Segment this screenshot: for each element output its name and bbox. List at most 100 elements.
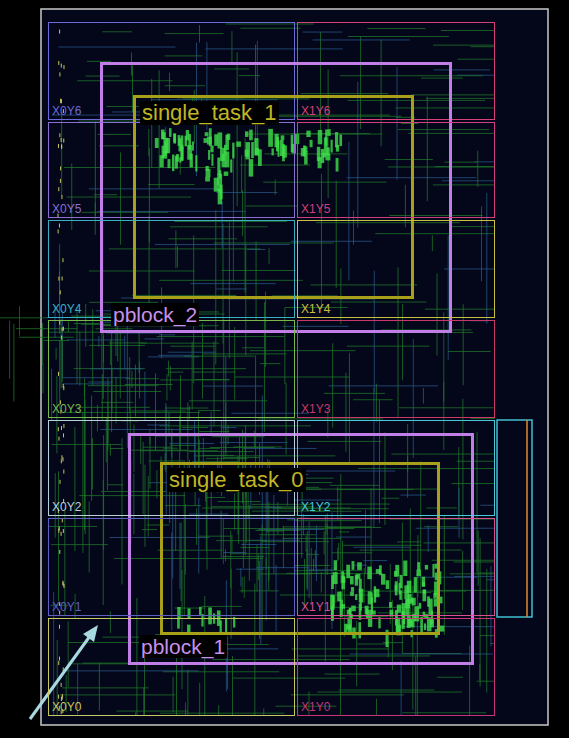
- clock-region: X1Y0: [297, 618, 495, 716]
- routing-wire: [486, 569, 487, 693]
- routing-wire: [324, 531, 325, 554]
- routing-wire: [330, 485, 380, 486]
- routing-wire: [381, 39, 382, 146]
- routing-wire: [421, 78, 463, 79]
- routing-wire: [364, 568, 365, 603]
- routing-wire: [223, 519, 224, 564]
- placed-cell: [218, 132, 223, 148]
- routing-wire: [107, 484, 123, 485]
- placed-cell: [155, 138, 159, 148]
- routing-wire: [260, 363, 281, 364]
- routing-wire: [424, 526, 458, 527]
- routing-wire: [185, 504, 186, 575]
- io-tick: [59, 30, 60, 34]
- routing-wire: [169, 412, 170, 434]
- routing-wire: [237, 52, 238, 206]
- placed-cell: [346, 565, 350, 579]
- io-tick: [60, 99, 61, 103]
- routing-wire: [388, 166, 495, 167]
- routing-wire: [480, 538, 481, 686]
- routing-wire: [239, 437, 240, 464]
- routing-wire: [62, 670, 198, 671]
- routing-wire: [88, 381, 113, 382]
- routing-wire: [89, 502, 90, 573]
- routing-wire: [89, 270, 195, 271]
- routing-wire: [413, 339, 414, 458]
- io-tick: [58, 277, 59, 281]
- routing-wire: [443, 312, 444, 450]
- routing-wire: [263, 708, 264, 716]
- placed-cell: [368, 591, 371, 604]
- io-tick: [59, 224, 60, 228]
- region-label: X1Y6: [301, 105, 330, 117]
- io-tick: [58, 144, 59, 148]
- routing-wire: [187, 669, 188, 716]
- placed-cell: [208, 150, 210, 160]
- routing-wire: [462, 551, 463, 610]
- routing-wire: [62, 377, 129, 378]
- routing-wire: [471, 46, 495, 47]
- routing-wire: [345, 373, 346, 452]
- routing-wire: [182, 570, 183, 689]
- placed-cell: [210, 145, 213, 152]
- routing-wire: [490, 566, 491, 646]
- placed-cell: [440, 597, 443, 604]
- routing-wire: [242, 577, 243, 593]
- placed-cell: [331, 575, 334, 589]
- routing-wire: [426, 98, 495, 99]
- routing-wire: [358, 468, 495, 469]
- placed-cell: [350, 576, 354, 584]
- routing-wire: [110, 444, 111, 456]
- placed-cell: [395, 581, 398, 595]
- routing-wire: [89, 345, 145, 346]
- placed-cell: [379, 565, 382, 575]
- routing-wire: [303, 32, 343, 33]
- routing-wire: [325, 515, 326, 661]
- routing-wire: [434, 69, 490, 70]
- routing-wire: [307, 531, 308, 590]
- routing-wire: [120, 332, 121, 398]
- io-tick: [62, 258, 63, 262]
- placed-cell: [211, 154, 213, 166]
- routing-wire: [148, 476, 149, 537]
- io-tick: [63, 327, 64, 331]
- routing-wire: [167, 408, 208, 409]
- routing-wire: [375, 233, 495, 234]
- placed-cell: [303, 145, 305, 156]
- routing-wire: [223, 457, 259, 458]
- routing-wire: [225, 549, 226, 561]
- routing-wire: [441, 30, 495, 31]
- routing-wire: [42, 323, 43, 365]
- io-tick: [62, 327, 63, 331]
- routing-wire: [327, 513, 328, 575]
- io-tick: [61, 99, 62, 103]
- routing-wire: [213, 341, 214, 426]
- placed-cell: [199, 607, 202, 615]
- routing-wire: [131, 450, 188, 451]
- routing-wire: [125, 378, 158, 379]
- routing-wire: [181, 523, 182, 601]
- routing-wire: [58, 47, 175, 48]
- routing-wire: [477, 681, 495, 682]
- placed-cell: [177, 618, 180, 629]
- routing-wire: [107, 378, 108, 450]
- routing-wire: [135, 365, 136, 417]
- routing-wire: [144, 465, 145, 547]
- placed-cell: [410, 620, 414, 627]
- routing-wire: [363, 560, 387, 561]
- routing-wire: [109, 248, 261, 249]
- routing-wire: [218, 705, 219, 716]
- routing-wire: [84, 378, 85, 396]
- routing-wire: [111, 389, 112, 432]
- io-tick: [58, 437, 59, 441]
- routing-wire: [189, 514, 229, 515]
- routing-wire: [338, 543, 339, 560]
- routing-wire: [316, 222, 460, 223]
- io-tick: [60, 99, 61, 103]
- placed-cell: [423, 589, 426, 593]
- routing-wire: [257, 41, 258, 141]
- routing-wire: [158, 355, 192, 356]
- routing-wire: [356, 620, 357, 686]
- block-label: single_task_0: [167, 468, 306, 492]
